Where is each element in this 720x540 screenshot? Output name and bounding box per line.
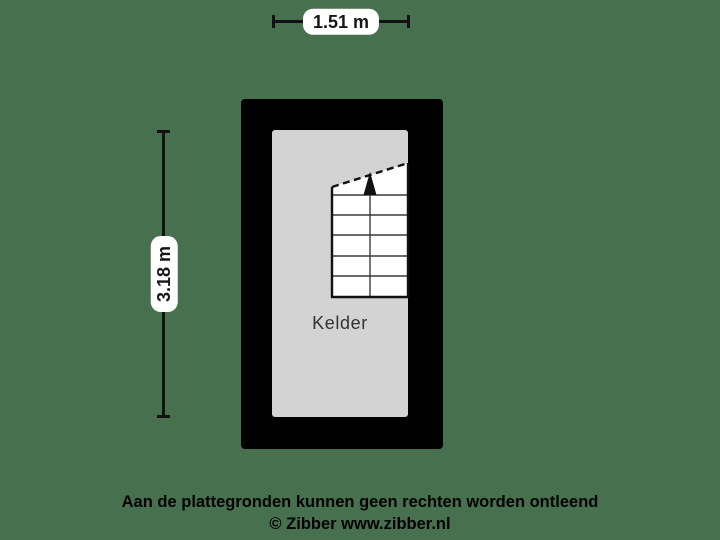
room-label: Kelder [312, 313, 368, 333]
dimension-height: 3.18 m [150, 130, 177, 418]
stairs-direction-arrow-icon [363, 172, 377, 195]
stairs-outline [330, 163, 410, 299]
dimension-tick [157, 415, 170, 418]
dimension-tick [157, 130, 170, 133]
footer-disclaimer: Aan de plattegronden kunnen geen rechten… [121, 493, 599, 511]
footer-copyright: © Zibber www.zibber.nl [269, 515, 451, 533]
dimension-width: 1.51 m [272, 8, 410, 35]
dimension-tick [272, 15, 275, 28]
dimension-height-label: 3.18 m [150, 235, 177, 313]
dimension-width-label: 1.51 m [302, 8, 380, 35]
dimension-tick [407, 15, 410, 28]
staircase [330, 161, 410, 299]
